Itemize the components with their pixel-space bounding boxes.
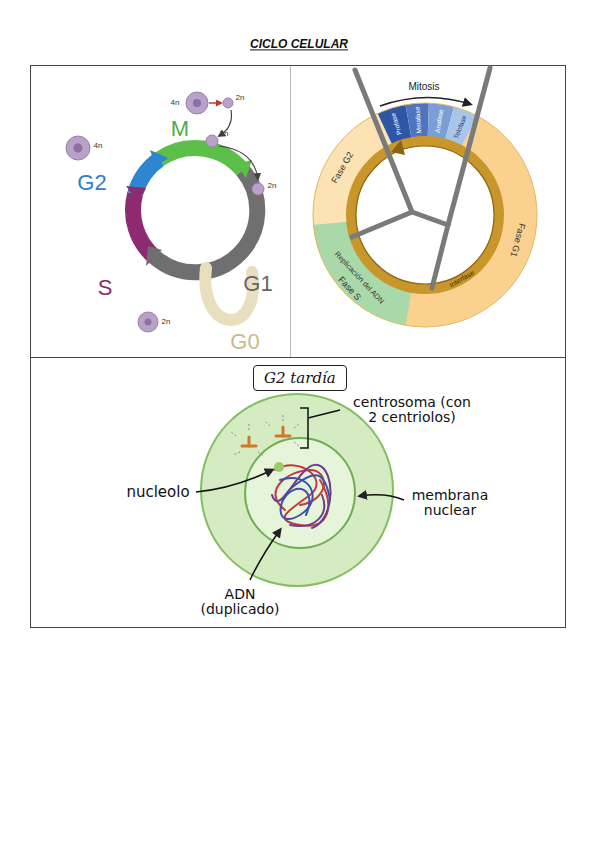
box-title: G2 tardía bbox=[264, 369, 336, 387]
phase-letter: G0 bbox=[230, 330, 259, 354]
ploidy-label: 2n bbox=[162, 318, 171, 327]
phase-letter: G1 bbox=[243, 272, 272, 296]
phase-letter: S bbox=[98, 276, 113, 300]
stage-title-box: G2 tardía bbox=[253, 365, 347, 391]
callout-label: centrosoma (con 2 centriolos) bbox=[348, 395, 476, 426]
page-title: CICLO CELULAR bbox=[250, 38, 348, 51]
mitosis-label: Mitosis bbox=[408, 81, 439, 92]
ploidy-label: 2n bbox=[220, 130, 229, 139]
ploidy-label: 2n bbox=[268, 182, 277, 191]
frame bbox=[31, 66, 566, 628]
ploidy-label: 4n bbox=[171, 99, 180, 108]
ploidy-label: 2n bbox=[236, 94, 245, 103]
phase-letter: G2 bbox=[77, 171, 106, 195]
callout-label: ADN (duplicado) bbox=[190, 587, 290, 618]
callout-label: nucleolo bbox=[126, 484, 189, 501]
ploidy-label: 4n bbox=[94, 142, 103, 151]
phase-letter: M bbox=[171, 117, 189, 141]
callout-label: membrana nuclear bbox=[405, 488, 495, 519]
